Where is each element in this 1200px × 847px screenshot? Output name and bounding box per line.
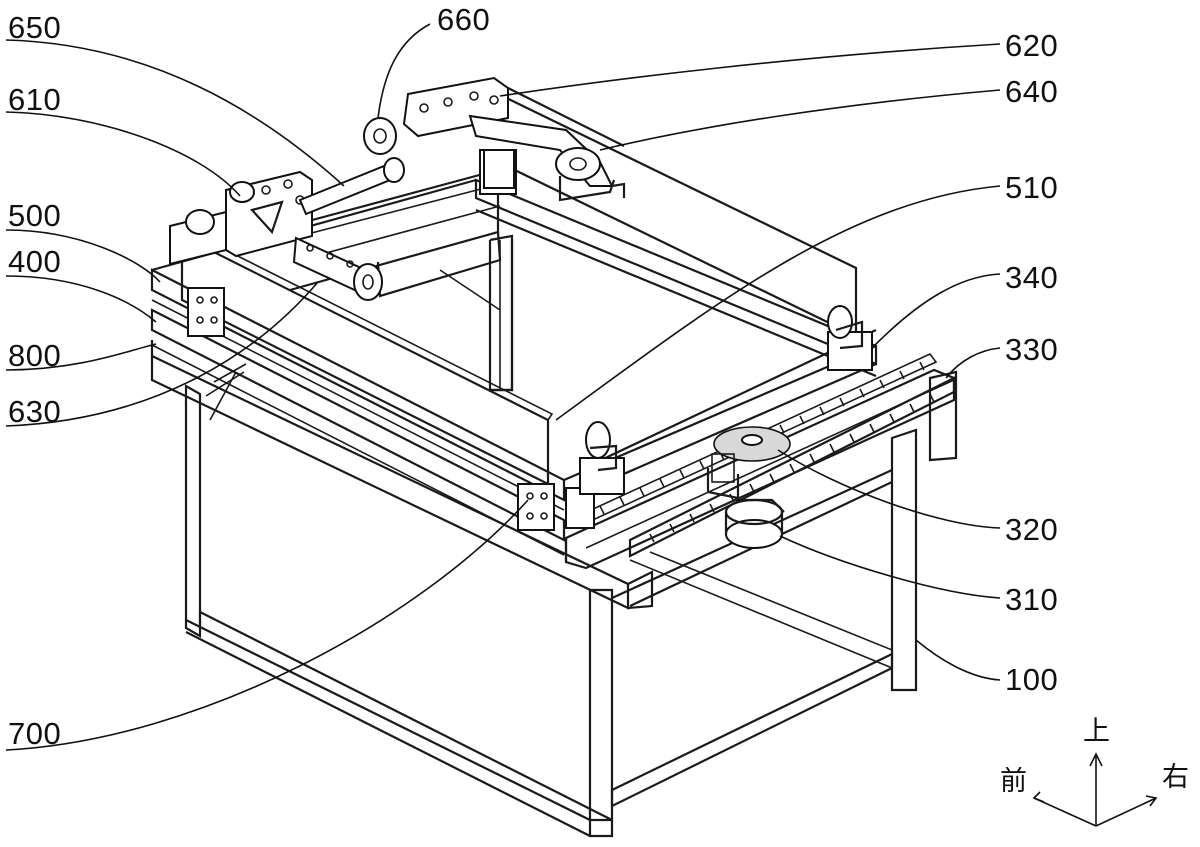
- drive-gear-motor: [706, 426, 791, 549]
- label-630: 630: [8, 394, 62, 429]
- label-650: 650: [8, 10, 62, 45]
- label-320: 320: [1005, 512, 1059, 547]
- right-rail-assembly: [564, 353, 958, 570]
- base-frame: [150, 240, 918, 838]
- axis-front-label: 前: [1000, 766, 1027, 797]
- label-620: 620: [1005, 28, 1059, 63]
- belt-mechanism: [169, 76, 626, 301]
- label-500: 500: [8, 198, 62, 233]
- label-660: 660: [437, 2, 491, 37]
- direction-axes: [1032, 752, 1158, 827]
- label-700: 700: [8, 716, 62, 751]
- label-610: 610: [8, 82, 62, 117]
- label-330: 330: [1005, 332, 1059, 367]
- label-400: 400: [8, 244, 62, 279]
- axis-up-label: 上: [1083, 716, 1110, 747]
- label-510: 510: [1005, 170, 1059, 205]
- label-100: 100: [1005, 662, 1059, 697]
- label-800: 800: [8, 338, 62, 373]
- label-340: 340: [1005, 260, 1059, 295]
- axis-right-label: 右: [1162, 762, 1189, 793]
- label-310: 310: [1005, 582, 1059, 617]
- leader-lines: [5, 23, 1001, 751]
- label-640: 640: [1005, 74, 1059, 109]
